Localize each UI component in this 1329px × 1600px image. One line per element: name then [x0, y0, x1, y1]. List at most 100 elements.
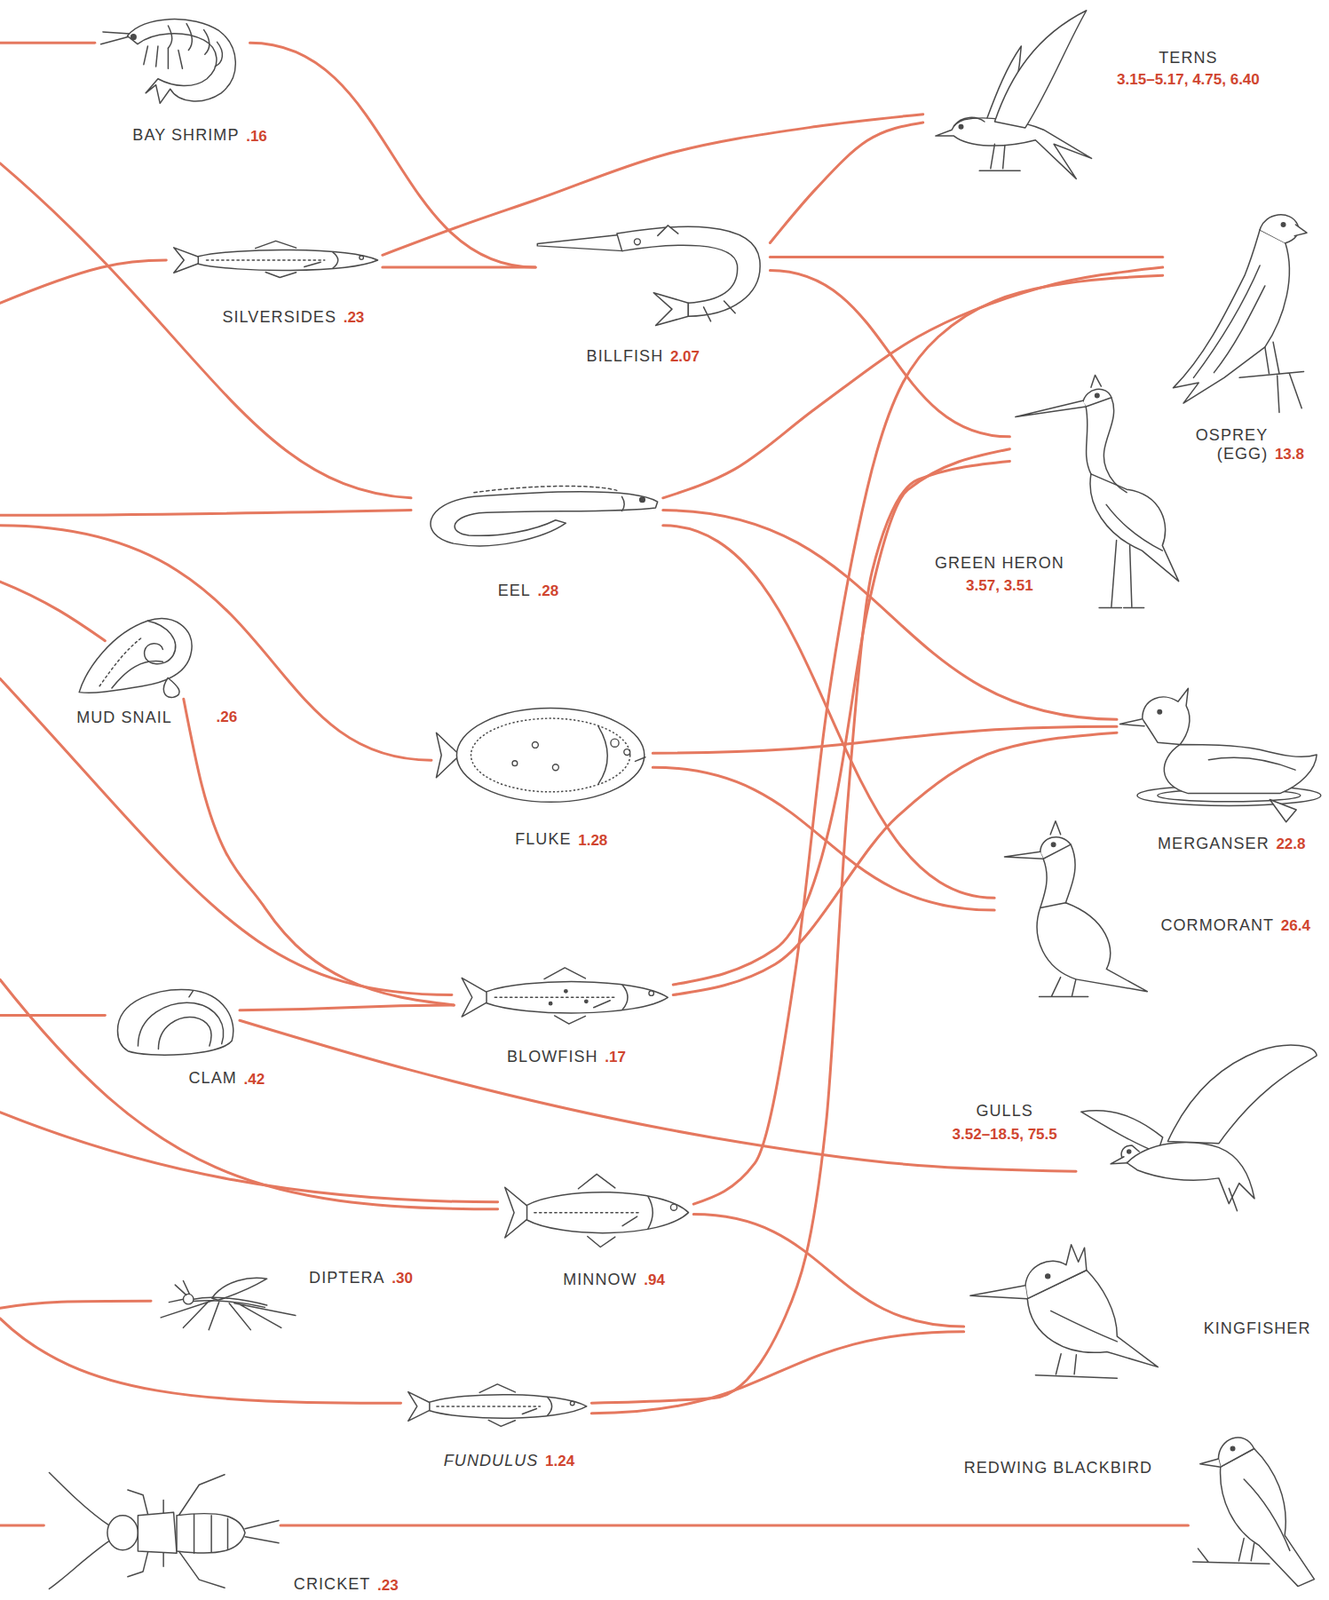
leader-line: [0, 1318, 402, 1403]
organism-name: FLUKE: [514, 830, 571, 849]
label-line: REDWING BLACKBIRD: [964, 1458, 1153, 1478]
drawing-stroke: [1036, 902, 1148, 992]
drawing-stroke: [1025, 1244, 1087, 1299]
organism-node: CLAM.42: [107, 984, 240, 1061]
billfish-drawing: [535, 219, 770, 327]
drawing-stroke: [143, 46, 183, 69]
label-line: MUD SNAIL: [76, 708, 173, 728]
label-line: BLOWFISH.17: [506, 1047, 626, 1067]
organism-name: BLOWFISH: [506, 1047, 599, 1067]
drawing-stroke: [617, 226, 760, 317]
tern-drawing: [923, 5, 1102, 195]
drawing-dot: [585, 999, 588, 1003]
drawing-stroke: [1294, 224, 1307, 237]
drawing-stroke: [657, 225, 679, 236]
drawing-stroke: [622, 497, 625, 512]
drawing-stroke: [1167, 1044, 1317, 1144]
organism-node: BAY SHRIMP.16: [96, 5, 250, 108]
label-line: GULLS: [975, 1101, 1033, 1121]
drawing-stroke: [1099, 540, 1145, 609]
drawing-group: [79, 617, 193, 697]
organism-name: CRICKET: [293, 1574, 372, 1594]
feeding-link: [693, 275, 1163, 1204]
drawing-dot: [131, 33, 137, 40]
feeding-link: [239, 1004, 454, 1011]
feeding-link: [769, 255, 1163, 259]
label-line: SILVERSIDES.23: [221, 308, 364, 327]
organism-name: FUNDULUS: [443, 1451, 539, 1471]
gull-drawing: [1075, 1035, 1322, 1214]
feeding-link: [249, 42, 536, 268]
shrimp-drawing: [96, 5, 250, 108]
osprey-drawing: [1162, 204, 1312, 414]
ddt-value: 3.15–5.17, 4.75, 6.40: [1116, 71, 1260, 89]
ddt-value: 1.28: [577, 831, 608, 850]
drawing-group: [436, 708, 647, 803]
drawing-stroke: [173, 247, 200, 273]
organism-node: FUNDULUS1.24: [403, 1372, 593, 1434]
drawing-stroke: [1110, 1156, 1127, 1164]
drawing-stroke: [111, 660, 163, 688]
organism-name: MERGANSER: [1157, 834, 1270, 854]
label-line: MERGANSER22.8: [1157, 834, 1306, 854]
drawing-stroke: [429, 1393, 587, 1418]
drawing-oval: [471, 718, 631, 792]
drawing-dot: [648, 989, 655, 996]
leader-line: [0, 1112, 499, 1203]
leader-line: [0, 525, 432, 760]
organism-name: KINGFISHER: [1203, 1319, 1312, 1338]
drawing-stroke: [1239, 371, 1304, 412]
drawing-dot: [564, 988, 568, 992]
organism-node: KINGFISHER: [964, 1239, 1163, 1383]
label-line: EEL.28: [498, 581, 560, 601]
ddt-value: 26.4: [1281, 917, 1311, 935]
drawing-stroke: [1220, 1448, 1315, 1587]
drawing-stroke: [1050, 821, 1061, 835]
drawing-stroke: [158, 1016, 212, 1049]
ddt-value: 13.8: [1274, 445, 1305, 464]
organism-node: SILVERSIDES.23: [168, 232, 383, 286]
organism-name: MUD SNAIL: [76, 708, 173, 728]
drawing-stroke: [1200, 1458, 1221, 1467]
drawing-stroke: [193, 1513, 228, 1553]
drawing-stroke: [212, 1277, 268, 1300]
drawing-group: [173, 240, 378, 277]
drawing-group: [48, 1471, 278, 1589]
organism-node: DIPTERA.30: [152, 1270, 301, 1332]
drawing-stroke: [1035, 1353, 1117, 1379]
feeding-link: [280, 1524, 1189, 1527]
drawing-stroke: [648, 1195, 653, 1228]
drawing-dot: [624, 749, 631, 756]
drawing-stroke: [970, 1285, 1028, 1299]
leader-line: [0, 163, 412, 499]
drawing-stroke: [505, 1186, 530, 1238]
label-line: FLUKE 1.28: [514, 830, 608, 849]
drawing-group: [1193, 1437, 1315, 1587]
ddt-value: .23: [377, 1576, 399, 1595]
drawing-stroke: [1081, 1110, 1163, 1153]
drawing-stroke: [461, 977, 489, 1017]
feeding-link: [239, 1020, 1076, 1171]
drawing-stroke: [1208, 758, 1296, 771]
drawing-stroke: [117, 989, 233, 1056]
drawing-oval: [457, 708, 645, 803]
label-line: GREEN HERON: [934, 553, 1065, 573]
drawing-dot: [569, 1400, 575, 1406]
drawing-stroke: [953, 117, 984, 126]
kingfisher-drawing: [964, 1239, 1163, 1383]
organism-name: CLAM: [189, 1068, 238, 1088]
drawing-dot: [640, 497, 646, 503]
drawing-stroke: [197, 250, 378, 271]
clam-drawing: [107, 984, 240, 1061]
drawing-stroke: [1004, 852, 1045, 860]
feeding-link: [183, 698, 454, 1005]
organism-name: REDWING BLACKBIRD: [964, 1458, 1153, 1478]
drawing-group: [1004, 821, 1148, 997]
drawing-dot: [1044, 1273, 1050, 1279]
drawing-group: [117, 989, 233, 1056]
drawing-stroke: [1083, 389, 1112, 408]
organism-node: MINNOW.94: [499, 1153, 694, 1250]
drawing-stroke: [332, 252, 339, 269]
